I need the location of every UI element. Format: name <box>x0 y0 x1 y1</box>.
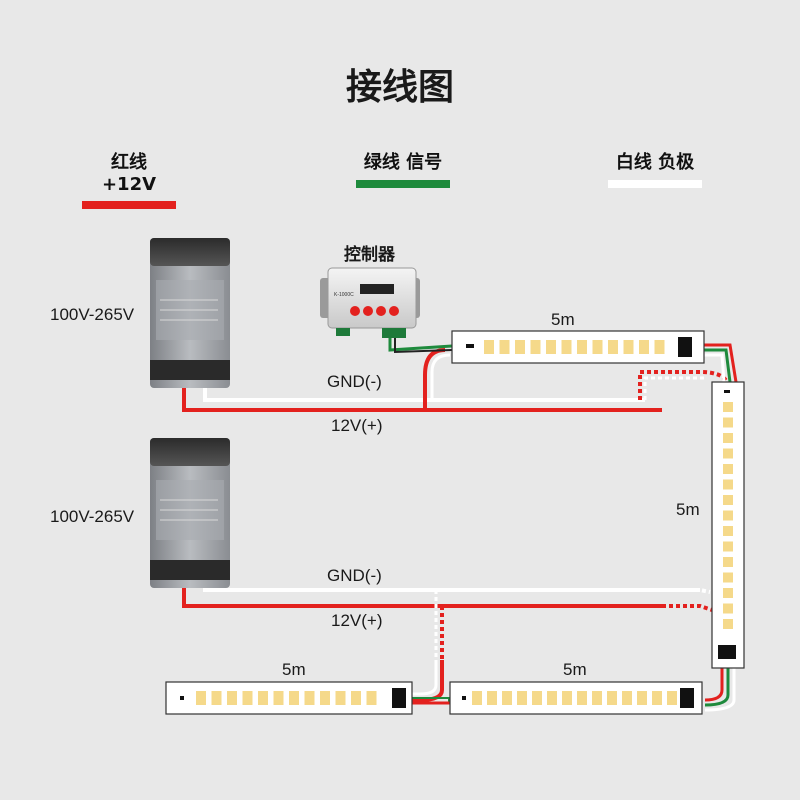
power-supply-2 <box>150 438 230 588</box>
controller-model: K-1000C <box>334 292 354 298</box>
led-chip <box>723 572 733 583</box>
led-chip <box>723 588 733 598</box>
led-chip <box>592 691 602 705</box>
wire-strip1-to-strip2-red <box>700 343 738 383</box>
wire-vstrip-to-strip4-red <box>704 668 724 702</box>
led-chip <box>723 479 733 490</box>
led-chip <box>723 619 733 629</box>
led-chip <box>577 340 587 354</box>
led-chip <box>723 541 733 552</box>
psu2-voltage-label: 100V-265V <box>50 507 135 526</box>
led-chip <box>487 691 497 705</box>
led-chip <box>502 691 512 705</box>
legend-green: 绿线 信号 <box>356 148 450 188</box>
power-supply-1 <box>150 238 230 388</box>
gnd-label-2: GND(-) <box>327 566 382 585</box>
led-chip <box>273 691 284 705</box>
led-chip <box>561 340 572 354</box>
led-chip <box>562 691 572 705</box>
led-chip <box>484 340 494 354</box>
wire-red-dotted-2 <box>638 370 730 400</box>
legend-white-swatch <box>608 180 702 188</box>
wire-white-to-strip1 <box>430 353 451 400</box>
strip-3-length: 5m <box>282 660 306 679</box>
wire-vstrip-to-strip4-white <box>704 668 736 712</box>
wire-white-right-dotted <box>660 588 711 594</box>
led-chip <box>652 691 662 705</box>
led-chip <box>723 603 733 614</box>
led-chip <box>196 691 206 705</box>
led-chip <box>547 691 557 705</box>
led-chip <box>622 691 632 705</box>
led-chip <box>320 691 330 705</box>
legend-white-label: 白线 负极 <box>615 152 695 173</box>
led-chip <box>546 340 556 354</box>
led-chip <box>607 691 617 705</box>
led-chip <box>637 691 647 705</box>
led-chip <box>723 433 733 443</box>
led-chip <box>667 691 677 705</box>
led-chips <box>196 340 733 705</box>
led-chip <box>227 691 237 705</box>
led-chip <box>723 417 733 428</box>
wire-red-right-dotted <box>662 604 713 612</box>
led-chip <box>258 691 268 705</box>
led-chip <box>304 691 315 705</box>
led-chip <box>335 691 346 705</box>
legend-green-label: 绿线 信号 <box>363 152 443 173</box>
strip-4-length: 5m <box>563 660 587 679</box>
led-chip <box>723 557 733 567</box>
legend-red-swatch <box>82 201 176 209</box>
wire-black-signal <box>394 338 453 354</box>
legend-white: 白线 负极 <box>608 148 702 188</box>
led-chip <box>351 691 361 705</box>
led-chip <box>723 448 733 459</box>
led-chip <box>517 691 527 705</box>
wire-white-dotted-2 <box>643 376 705 400</box>
led-chip <box>366 691 377 705</box>
wire-white-down <box>412 660 438 696</box>
controller-label: 控制器 <box>344 245 395 265</box>
led-chip <box>515 340 525 354</box>
wire-strip1-to-strip2-green <box>700 348 732 383</box>
led-chip <box>499 340 510 354</box>
vcc-label-1: 12V(+) <box>331 416 383 435</box>
wire-strip1-to-strip2-white <box>700 353 726 383</box>
led-chip <box>723 495 733 505</box>
legend-green-swatch <box>356 180 450 188</box>
legend-red: 红线 +12V <box>82 148 176 209</box>
led-chip <box>623 340 634 354</box>
led-chip <box>723 526 733 536</box>
led-chip <box>211 691 222 705</box>
psu1-voltage-label: 100V-265V <box>50 305 135 324</box>
wire-white-psu2 <box>203 578 700 592</box>
wire-green-signal <box>388 338 453 352</box>
legend-red-label: 红线 +12V <box>101 152 157 195</box>
strip-2-length: 5m <box>676 500 700 519</box>
led-chip <box>592 340 603 354</box>
led-chip <box>723 464 733 474</box>
vcc-label-2: 12V(+) <box>331 611 383 630</box>
strip-1-length: 5m <box>551 310 575 329</box>
wire-vstrip-to-strip4-green <box>704 668 730 707</box>
led-chip <box>577 691 587 705</box>
controller-device <box>320 267 420 338</box>
led-chip <box>242 691 253 705</box>
gnd-label-1: GND(-) <box>327 372 382 391</box>
led-chip <box>723 510 733 521</box>
led-chip <box>639 340 649 354</box>
led-chip <box>472 691 482 705</box>
diagram-title: 接线图 <box>345 67 454 108</box>
led-chip <box>289 691 299 705</box>
led-chip <box>608 340 618 354</box>
led-chip <box>723 402 733 412</box>
led-chip <box>530 340 541 354</box>
led-chip <box>654 340 665 354</box>
led-chip <box>532 691 542 705</box>
